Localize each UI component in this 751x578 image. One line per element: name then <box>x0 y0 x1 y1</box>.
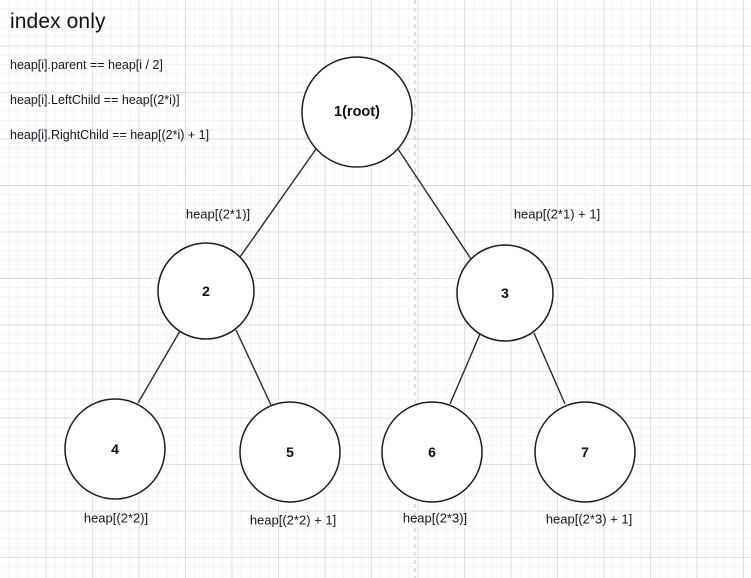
node-label-3: 3 <box>501 285 509 301</box>
formula-parent: heap[i].parent == heap[i / 2] <box>10 58 163 72</box>
edge-label-left-child: heap[(2*1)] <box>185 206 251 222</box>
page-title: index only <box>10 10 106 33</box>
edge-root-to-3 <box>397 148 472 260</box>
node-circle-3[interactable] <box>456 244 554 342</box>
node-circle-6[interactable] <box>381 401 483 503</box>
edge-3-to-6 <box>449 333 481 405</box>
leaf-label-6: heap[(2*3)] <box>402 510 468 526</box>
edge-2-to-4 <box>137 330 181 404</box>
edge-3-to-7 <box>533 332 566 405</box>
node-label-4: 4 <box>111 441 119 457</box>
formula-right-child: heap[i].RightChild == heap[(2*i) + 1] <box>10 128 210 142</box>
node-circle-5[interactable] <box>239 401 341 503</box>
edge-label-right-child: heap[(2*1) + 1] <box>513 206 601 222</box>
leaf-label-7: heap[(2*3) + 1] <box>545 511 633 527</box>
node-label-root: 1(root) <box>334 104 380 120</box>
node-label-6: 6 <box>428 444 436 460</box>
node-label-7: 7 <box>581 444 589 460</box>
node-circle-7[interactable] <box>534 401 636 503</box>
node-label-2: 2 <box>202 283 210 299</box>
node-circle-4[interactable] <box>64 398 166 500</box>
node-circle-root[interactable] <box>301 56 413 168</box>
leaf-label-4: heap[(2*2)] <box>83 510 149 526</box>
edge-root-to-2 <box>239 148 317 258</box>
node-circle-2[interactable] <box>157 242 255 340</box>
formula-left-child: heap[i].LeftChild == heap[(2*i)] <box>10 93 180 107</box>
edge-2-to-5 <box>235 329 272 406</box>
leaf-label-5: heap[(2*2) + 1] <box>249 512 337 528</box>
node-label-5: 5 <box>286 444 294 460</box>
